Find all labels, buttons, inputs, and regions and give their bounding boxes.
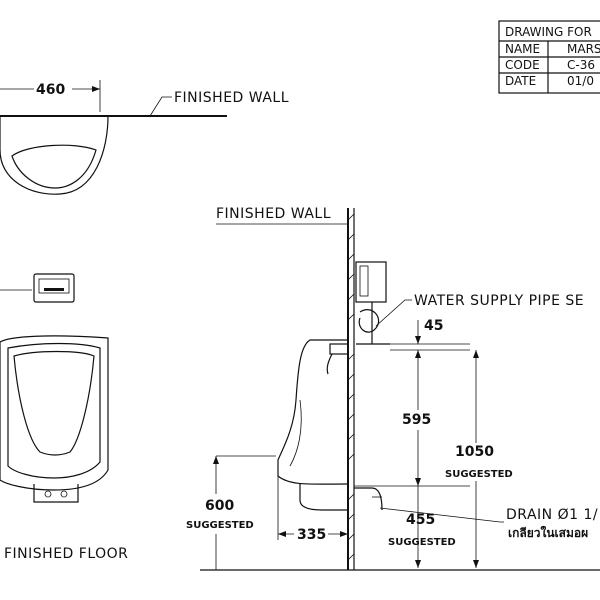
- title-block-value-date: 01/0: [567, 74, 594, 88]
- pipe-leader: [375, 299, 412, 327]
- spud-hook: [326, 353, 333, 375]
- top-wall-leader: [149, 96, 172, 117]
- flush-sensor-window: [38, 278, 70, 294]
- title-block-key-code: CODE: [505, 58, 540, 72]
- dim-1050-text: 1050: [455, 444, 494, 460]
- front-drain-hole-right: [60, 490, 68, 498]
- dim-460-text: 460: [36, 82, 65, 98]
- title-block-value-code: C-36: [567, 58, 595, 72]
- top-bowl-outer: [0, 115, 109, 195]
- supply-fitting: [358, 309, 380, 333]
- dim-455-note: SUGGESTED: [388, 537, 456, 548]
- dim-460-arrow: [92, 86, 100, 92]
- dim-335-text: 335: [297, 527, 326, 543]
- front-urinal-base: [33, 484, 79, 503]
- front-urinal-bowl: [13, 350, 95, 456]
- drain-note-thai: เกลียวในเสมอผ: [508, 525, 588, 540]
- drain-pipe: [354, 487, 383, 511]
- top-finished-wall-label: FINISHED WALL: [174, 90, 289, 106]
- dim-600-note: SUGGESTED: [186, 520, 254, 531]
- side-urinal-inner: [289, 399, 302, 467]
- valve-box-inner: [359, 265, 369, 297]
- side-wall-hatch: [347, 213, 355, 561]
- front-drain-hole-left: [44, 490, 52, 498]
- title-block-header: DRAWING FOR: [505, 25, 592, 39]
- dim-595-text: 595: [402, 412, 431, 428]
- dim-1050-note: SUGGESTED: [445, 469, 513, 480]
- front-finished-floor-label: FINISHED FLOOR: [4, 546, 128, 562]
- dim-600-text: 600: [205, 498, 234, 514]
- side-urinal-profile: [277, 339, 349, 485]
- drain-leader: [379, 507, 504, 523]
- flush-sensor-box: [33, 273, 75, 303]
- front-urinal-outline: [7, 342, 101, 479]
- side-trap: [299, 484, 348, 511]
- side-view: FINISHED WALL WATER SUPPLY PIPE SE 45: [186, 206, 600, 571]
- top-view: 460 FINISHED WALL: [0, 80, 289, 195]
- drain-label: DRAIN Ø1 1/: [506, 507, 598, 523]
- dim-455-text: 455: [406, 512, 435, 528]
- front-urinal-body: [0, 335, 109, 491]
- top-bowl-inner: [11, 144, 97, 189]
- title-block: DRAWING FOR NAME MARS CODE C-36 DATE 01/…: [498, 20, 600, 94]
- front-view: FINISHED FLOOR: [0, 273, 128, 562]
- valve-box: [355, 261, 387, 303]
- title-block-value-name: MARS: [567, 42, 600, 56]
- dim-45-text: 45: [424, 318, 443, 334]
- title-block-key-date: DATE: [505, 74, 536, 88]
- water-supply-pipe-label: WATER SUPPLY PIPE SE: [414, 293, 584, 309]
- side-finished-wall-label: FINISHED WALL: [216, 206, 331, 222]
- spud-connector: [329, 343, 349, 355]
- title-block-key-name: NAME: [505, 42, 540, 56]
